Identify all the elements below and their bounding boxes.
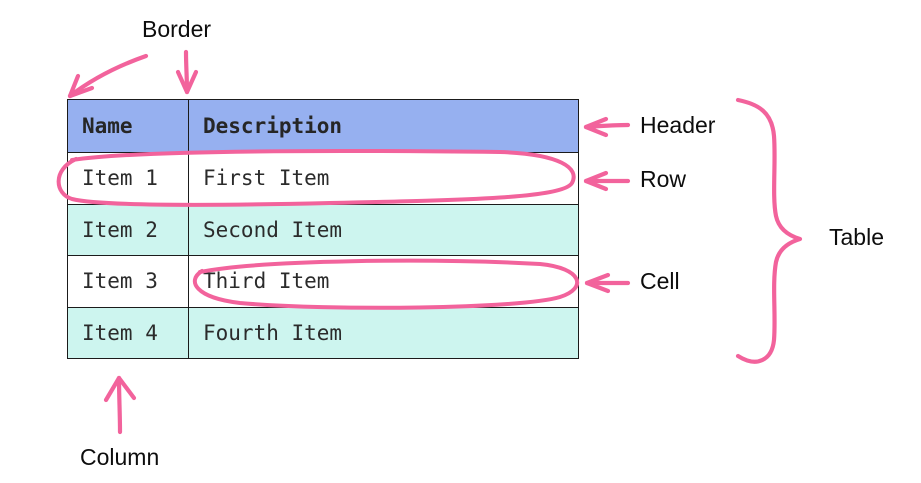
table-row: Item 3 Third Item [67, 255, 579, 308]
arrow-left-icon [583, 116, 631, 138]
table-container: Name Description Item 1 First Item Item … [67, 99, 579, 359]
column-header-description: Description [188, 99, 579, 153]
table-row: Item 1 First Item [67, 152, 579, 205]
annotation-label-column: Column [80, 444, 160, 470]
arrow-up-icon [103, 375, 137, 435]
annotation-label-header: Header [640, 112, 716, 138]
column-header-name: Name [67, 99, 189, 153]
arrow-down-icon [175, 49, 199, 95]
cell-name: Item 1 [67, 152, 189, 205]
annotation-label-row: Row [640, 166, 687, 192]
table-header-row: Name Description [67, 99, 579, 153]
cell-description: Fourth Item [188, 306, 579, 359]
anatomy-table: Name Description Item 1 First Item Item … [67, 99, 579, 359]
annotation-label-cell: Cell [640, 268, 680, 294]
annotation-label-border: Border [142, 16, 212, 42]
cell-description: Second Item [188, 203, 579, 256]
cell-name: Item 3 [67, 255, 189, 308]
table-body: Item 1 First Item Item 2 Second Item Ite… [67, 152, 579, 359]
table-row: Item 2 Second Item [67, 203, 579, 256]
arrow-left-icon [584, 272, 631, 294]
cell-name: Item 2 [67, 203, 189, 256]
cell-name: Item 4 [67, 306, 189, 359]
arrow-diagonal-down-left-icon [67, 53, 149, 99]
table-header: Name Description [67, 99, 579, 153]
curly-brace-icon [735, 97, 803, 364]
cell-description: Third Item [188, 255, 579, 308]
arrow-left-icon [583, 170, 631, 192]
table-row: Item 4 Fourth Item [67, 306, 579, 359]
annotation-label-table: Table [829, 224, 884, 250]
cell-description: First Item [188, 152, 579, 205]
